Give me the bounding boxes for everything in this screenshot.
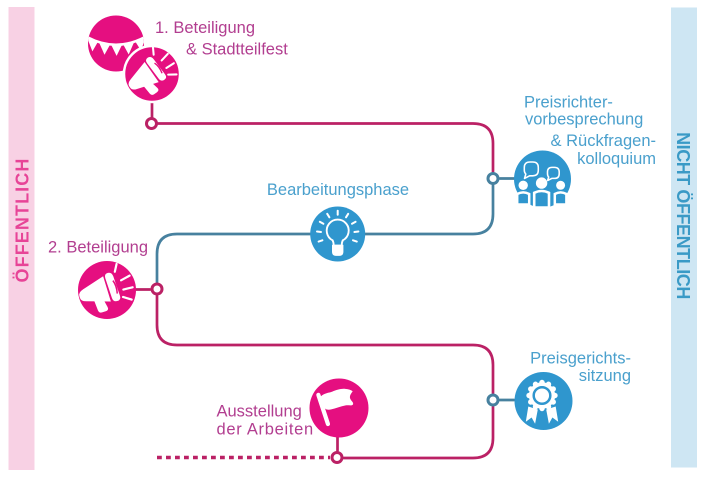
svg-text:1. Beteiligung: 1. Beteiligung [155,19,255,37]
svg-text:der Arbeiten: der Arbeiten [217,421,314,439]
svg-text:Bearbeitungsphase: Bearbeitungsphase [267,181,409,199]
svg-text:sitzung: sitzung [579,367,631,385]
svg-text:2. Beteiligung: 2. Beteiligung [48,239,148,257]
svg-text:ÖFFENTLICH: ÖFFENTLICH [13,158,33,283]
svg-text:kolloquium: kolloquium [577,150,656,168]
svg-text:vorbesprechung: vorbesprechung [525,111,643,129]
svg-text:Ausstellung: Ausstellung [217,403,302,421]
svg-text:NICHT ÖFFENTLICH: NICHT ÖFFENTLICH [673,132,693,299]
svg-text:& Stadtteilfest: & Stadtteilfest [186,41,288,59]
svg-text:& Rückfragen-: & Rückfragen- [551,132,656,150]
svg-text:Preisrichter-: Preisrichter- [524,94,613,112]
svg-text:Preisgerichts-: Preisgerichts- [530,350,631,368]
